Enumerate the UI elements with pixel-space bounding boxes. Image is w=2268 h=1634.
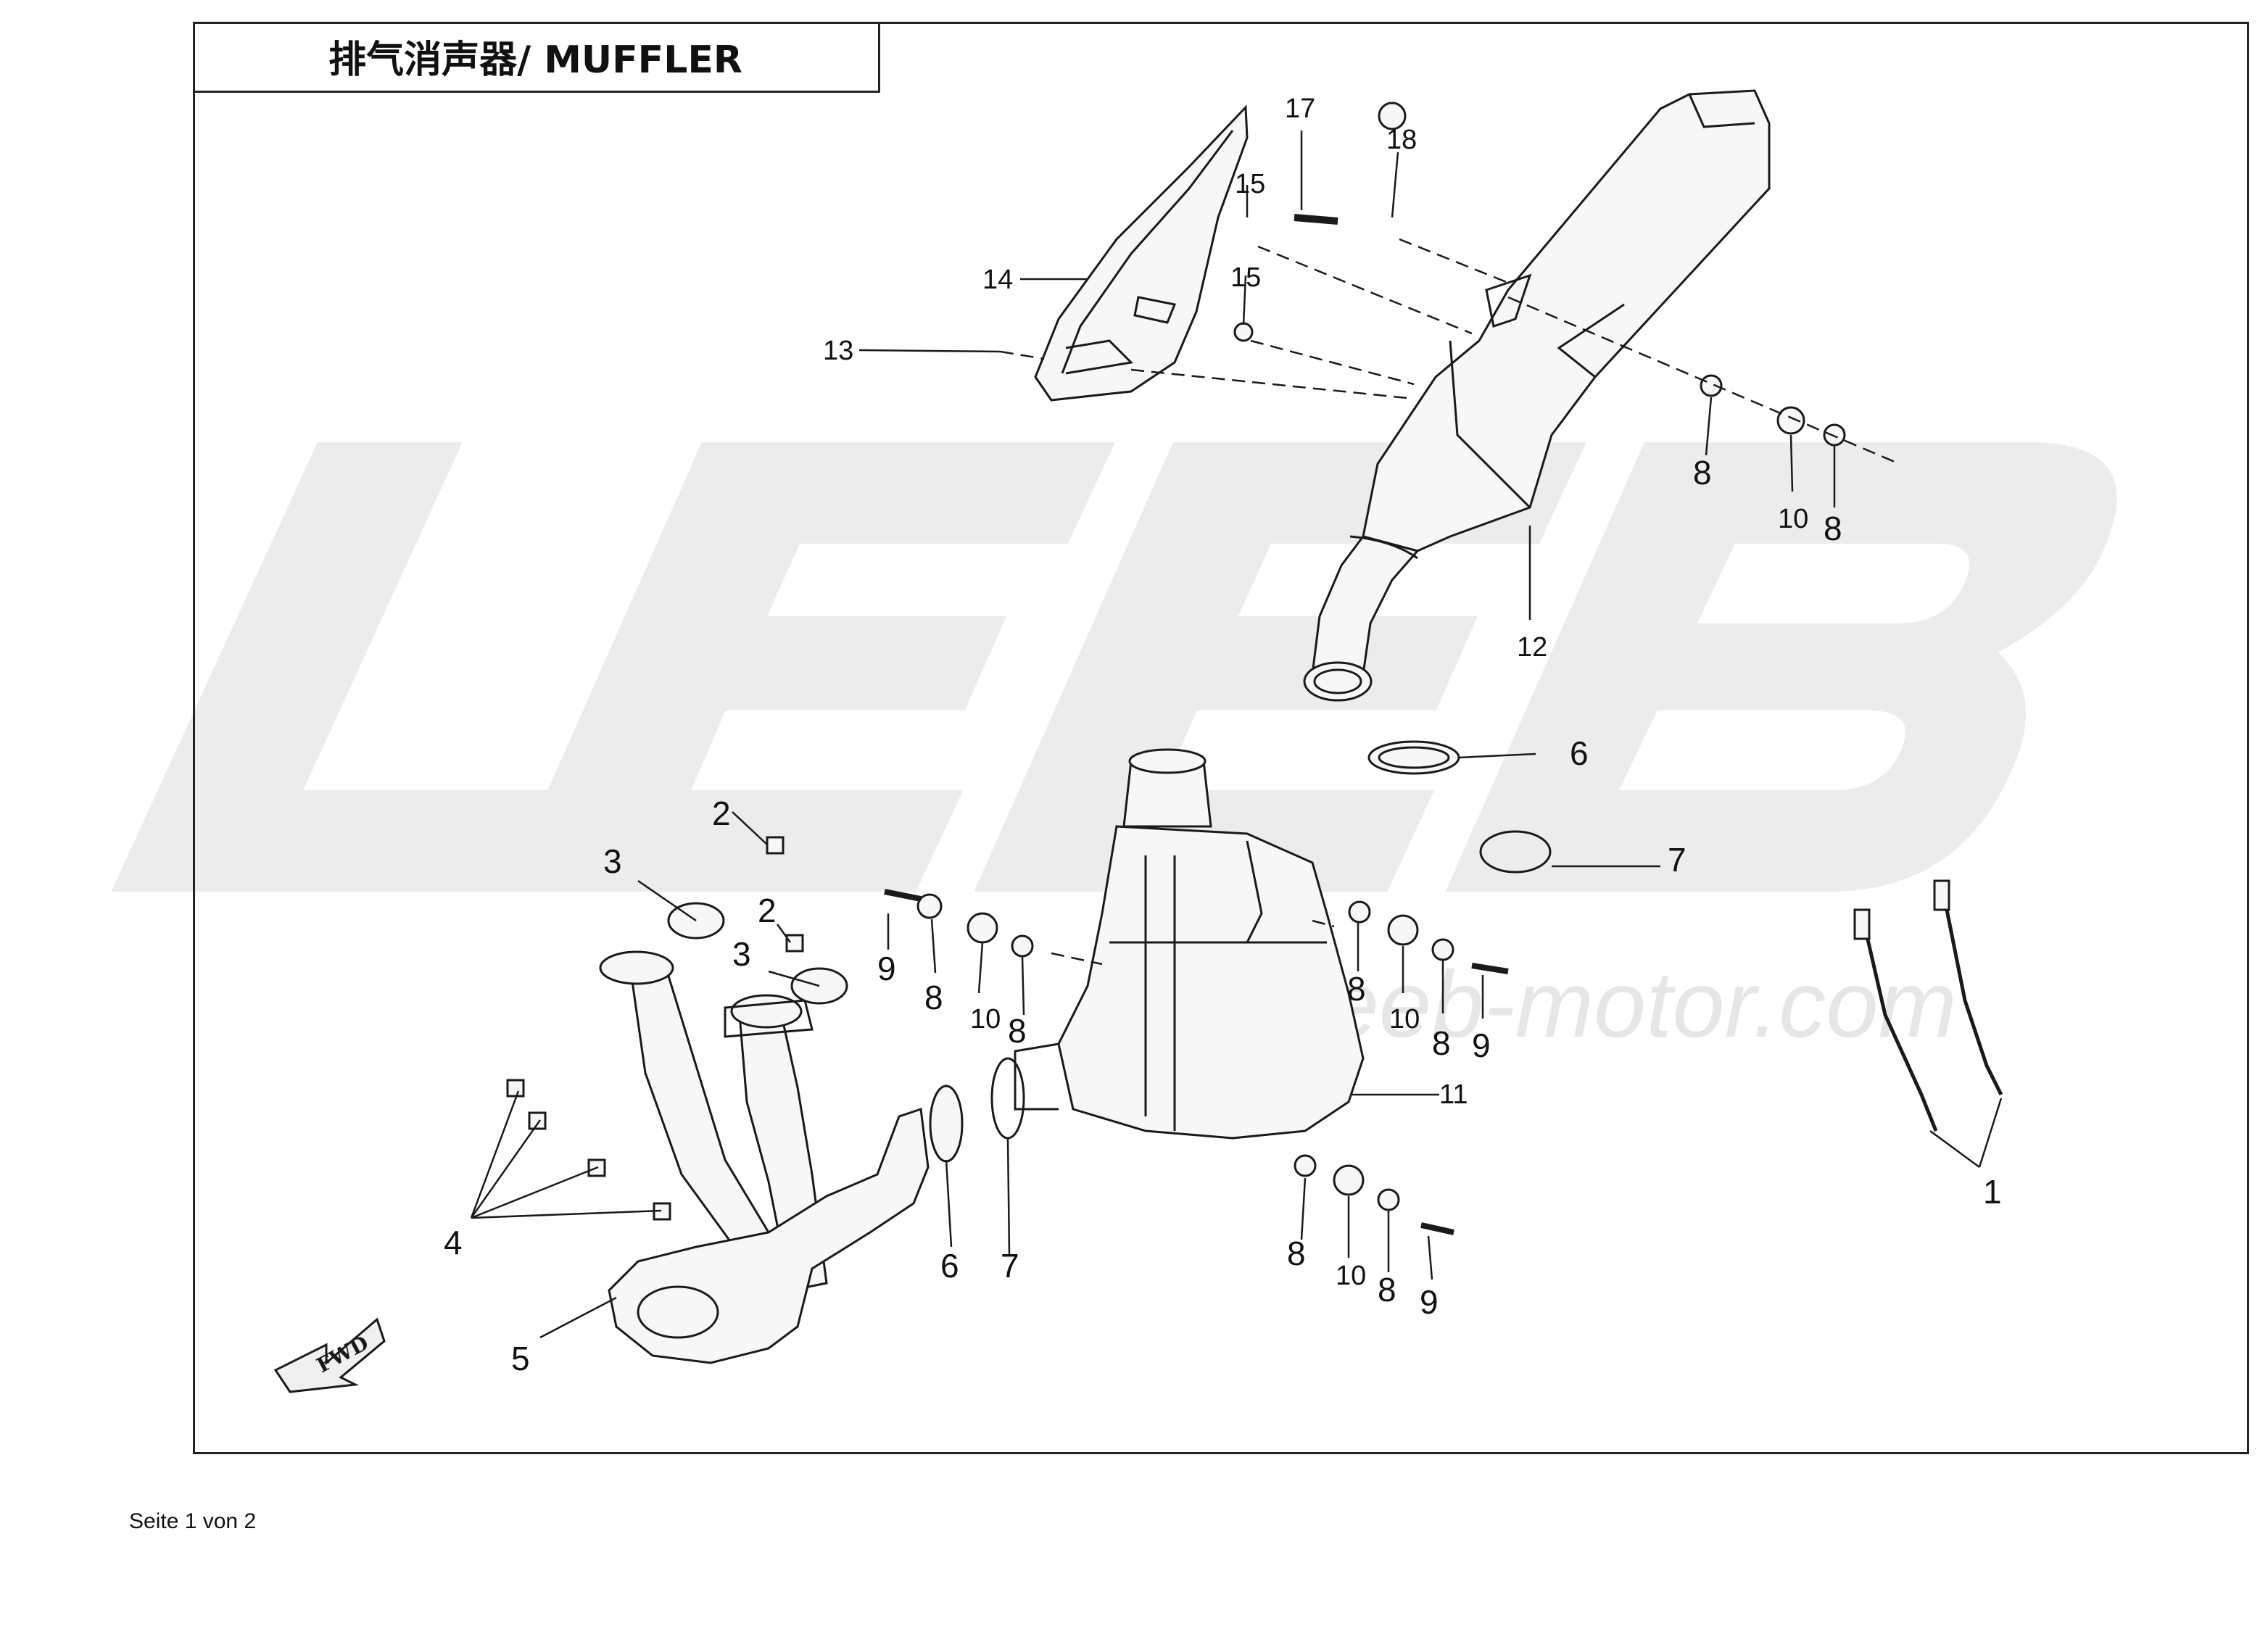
heat-shield-part: [1034, 104, 1249, 402]
callout-17: 17: [1285, 94, 1315, 124]
callout-13: 13: [823, 336, 853, 366]
callout-8h: 8: [1824, 510, 1842, 547]
callout-11: 11: [1439, 1079, 1468, 1110]
callout-10d: 10: [1778, 504, 1808, 534]
callout-9a: 9: [877, 950, 896, 987]
callout-2a: 2: [712, 795, 731, 832]
callout-3a: 3: [603, 842, 622, 880]
callout-2b: 2: [758, 892, 777, 929]
callout-10c: 10: [1336, 1261, 1366, 1291]
callout-18: 18: [1386, 125, 1417, 155]
callout-5: 5: [511, 1340, 530, 1377]
callout-14: 14: [982, 265, 1013, 295]
callout-10b: 10: [1389, 1004, 1420, 1034]
leeb-watermark-logo: [111, 442, 2117, 892]
callout-10a: 10: [970, 1004, 1001, 1034]
callout-8e: 8: [1287, 1235, 1306, 1272]
diagram-title: 排气消声器/ MUFFLER: [328, 38, 742, 82]
callout-15b: 15: [1230, 262, 1261, 293]
callout-8b: 8: [1008, 1012, 1027, 1050]
callout-8a: 8: [924, 979, 943, 1016]
diagram-frame: [193, 22, 2249, 1454]
small-hardware: [506, 101, 2003, 1235]
muffler-part: [1303, 89, 1771, 702]
callout-8c: 8: [1347, 970, 1366, 1008]
callout-1: 1: [1983, 1173, 2002, 1211]
pre-muffler-part: [1014, 748, 1365, 1140]
callout-9c: 9: [1420, 1283, 1439, 1321]
callout-4: 4: [444, 1224, 463, 1261]
assembly-dashed-lines: [1000, 238, 1900, 966]
header-pipe-part: [599, 950, 930, 1364]
callout-6b: 6: [1570, 734, 1589, 772]
callout-15a: 15: [1235, 169, 1265, 199]
callout-7a: 7: [1001, 1247, 1019, 1285]
callout-numbers: 1 2 2 3 3 4 5 6 6 7 7 8 8 8 8 8 8 8 8 9 …: [444, 94, 2002, 1377]
diagram-title-box: 排气消声器/ MUFFLER: [193, 22, 880, 93]
callout-12: 12: [1517, 632, 1547, 663]
callout-6a: 6: [940, 1247, 959, 1285]
callout-8d: 8: [1432, 1024, 1451, 1062]
callout-9b: 9: [1472, 1027, 1491, 1064]
callout-8g: 8: [1693, 454, 1712, 492]
callout-3b: 3: [732, 935, 751, 973]
callout-7b: 7: [1668, 841, 1686, 879]
page-footer: Seite 1 von 2: [129, 1509, 257, 1533]
leader-lines: [470, 130, 2003, 1339]
callout-8f: 8: [1378, 1271, 1396, 1309]
